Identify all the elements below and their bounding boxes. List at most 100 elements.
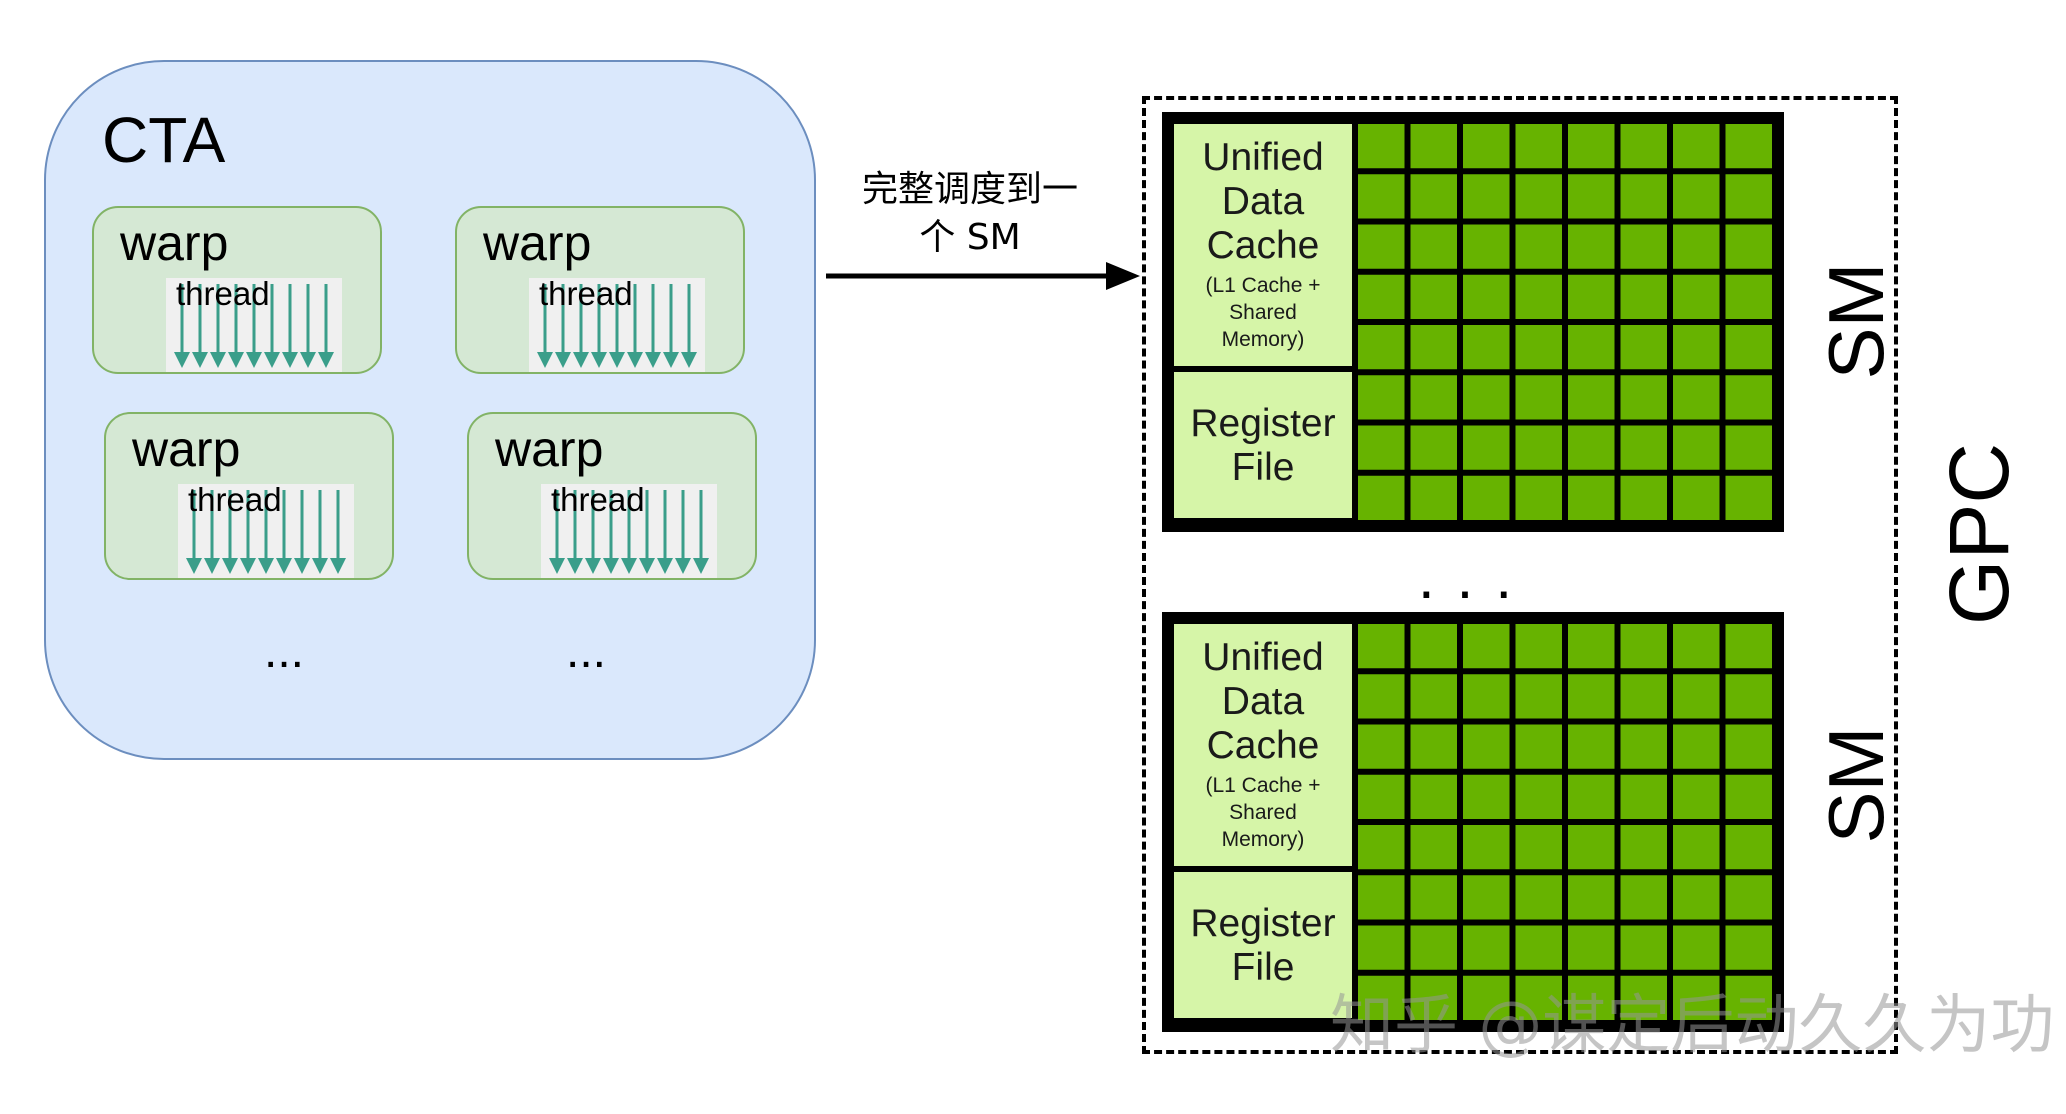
- core-cell: [1358, 475, 1405, 520]
- core-cell: [1410, 124, 1457, 169]
- core-cell: [1358, 624, 1405, 669]
- core-cell: [1463, 375, 1510, 420]
- core-cell: [1463, 825, 1510, 870]
- thread-arrow: [645, 284, 661, 368]
- cache-sub-line: Memory): [1221, 328, 1305, 351]
- core-cell: [1515, 425, 1562, 470]
- core-cell: [1725, 875, 1772, 920]
- gpc-label: GPC: [1932, 442, 2026, 625]
- cache-sub-line: Shared: [1229, 801, 1297, 824]
- arrow-label-line1: 完整调度到一: [861, 169, 1078, 210]
- warp-ellipsis-right: ...: [566, 625, 607, 678]
- core-cell: [1410, 774, 1457, 819]
- core-cell: [1568, 124, 1615, 169]
- core-cell: [1568, 224, 1615, 269]
- warp-box-2: warp thread: [455, 206, 745, 374]
- core-cell: [1673, 475, 1720, 520]
- core-cell: [1620, 975, 1667, 1020]
- sm-ellipsis: ...: [1418, 544, 1535, 611]
- core-cell: [1673, 325, 1720, 370]
- warp-label: warp: [132, 421, 241, 477]
- core-cell: [1463, 674, 1510, 719]
- core-cell: [1515, 224, 1562, 269]
- cache-line: Data: [1221, 680, 1305, 723]
- cache-sub-line: Memory): [1221, 828, 1305, 851]
- core-cell: [1673, 925, 1720, 970]
- thread-arrow: [300, 284, 316, 368]
- core-cell: [1568, 774, 1615, 819]
- core-cell: [1358, 674, 1405, 719]
- thread-arrow: [246, 284, 262, 368]
- sm-block-1: Unified Data Cache (L1 Cache + Shared Me…: [1162, 112, 1784, 532]
- thread-arrow: [621, 490, 637, 574]
- thread-arrow: [228, 284, 244, 368]
- core-cell: [1673, 375, 1720, 420]
- core-cell: [1620, 425, 1667, 470]
- core-cell: [1463, 224, 1510, 269]
- core-cell: [1515, 724, 1562, 769]
- cache-sub-line: (L1 Cache +: [1205, 774, 1321, 797]
- core-cell: [1725, 475, 1772, 520]
- core-cell: [1568, 375, 1615, 420]
- cache-line: Unified: [1202, 136, 1324, 179]
- thread-arrow: [258, 490, 274, 574]
- core-cell: [1515, 875, 1562, 920]
- sm-label-1: SM: [1812, 262, 1900, 380]
- cache-sub-line: Shared: [1229, 301, 1297, 324]
- core-cell: [1725, 674, 1772, 719]
- core-cell: [1358, 124, 1405, 169]
- thread-arrow: [603, 490, 619, 574]
- core-cell: [1515, 124, 1562, 169]
- core-cell: [1620, 475, 1667, 520]
- core-cell: [1463, 425, 1510, 470]
- core-cell: [1673, 774, 1720, 819]
- core-cell: [1620, 674, 1667, 719]
- core-cell: [1673, 274, 1720, 319]
- thread-group: thread: [541, 481, 717, 578]
- core-cell: [1463, 774, 1510, 819]
- core-cell: [1463, 624, 1510, 669]
- thread-arrows: [549, 490, 709, 574]
- unified-data-cache: Unified Data Cache (L1 Cache + Shared Me…: [1174, 124, 1352, 366]
- core-cell: [1410, 875, 1457, 920]
- warp-box-4: warp thread: [467, 412, 757, 580]
- warp-box-3: warp thread: [104, 412, 394, 580]
- sm-block-2: Unified Data Cache (L1 Cache + Shared Me…: [1162, 612, 1784, 1032]
- core-grid: [1358, 124, 1772, 520]
- thread-arrow: [555, 284, 571, 368]
- register-line: Register: [1190, 902, 1336, 945]
- core-cell: [1620, 174, 1667, 219]
- thread-label: thread: [551, 481, 645, 518]
- gpc-box: [1142, 96, 1898, 1054]
- thread-arrow: [585, 490, 601, 574]
- core-cell: [1620, 274, 1667, 319]
- thread-arrow: [240, 490, 256, 574]
- cta-title: CTA: [102, 104, 226, 176]
- watermark: 知乎 @谋定后动久久为功: [1330, 989, 2055, 1063]
- core-cell: [1568, 724, 1615, 769]
- core-cell: [1673, 124, 1720, 169]
- thread-arrows: [537, 284, 697, 368]
- thread-arrow: [276, 490, 292, 574]
- core-cell: [1463, 475, 1510, 520]
- core-cell: [1725, 774, 1772, 819]
- core-cell: [1410, 425, 1457, 470]
- core-cell: [1568, 174, 1615, 219]
- core-cell: [1515, 274, 1562, 319]
- core-cell: [1673, 425, 1720, 470]
- core-cell: [1568, 624, 1615, 669]
- core-cell: [1568, 425, 1615, 470]
- register-line: File: [1231, 946, 1295, 989]
- cache-line: Unified: [1202, 636, 1324, 679]
- warp-label: warp: [483, 215, 592, 271]
- core-cell: [1358, 774, 1405, 819]
- core-cell: [1410, 274, 1457, 319]
- core-cell: [1410, 975, 1457, 1020]
- core-cell: [1725, 825, 1772, 870]
- core-cell: [1568, 325, 1615, 370]
- cache-line: Cache: [1206, 224, 1320, 267]
- core-cell: [1463, 875, 1510, 920]
- core-cell: [1463, 975, 1510, 1020]
- arrow-label-line2: 个 SM: [919, 217, 1021, 258]
- core-cell: [1725, 425, 1772, 470]
